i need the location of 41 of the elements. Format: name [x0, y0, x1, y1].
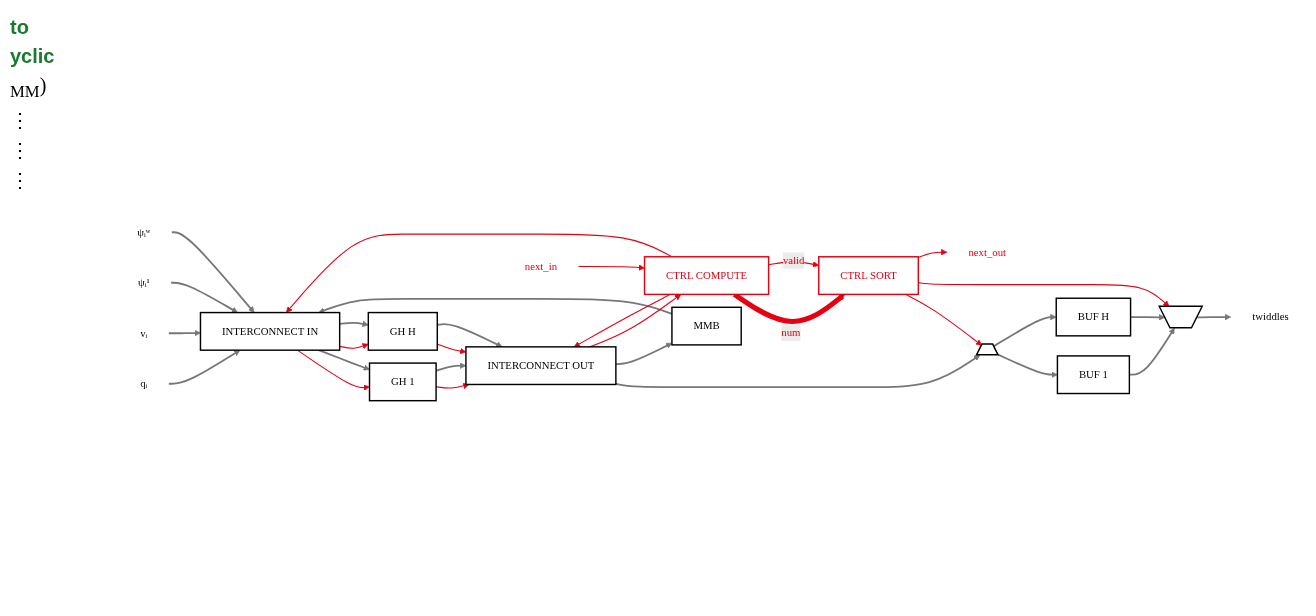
node-box: BUF H — [1055, 297, 1132, 337]
node-trapezoid — [975, 343, 1000, 356]
arrow — [614, 354, 981, 389]
node-box: GH H — [367, 311, 438, 351]
edge-label: num — [781, 326, 801, 339]
node-box: INTERCONNECT OUT — [465, 346, 617, 386]
node-text: ψᵢʷ — [137, 226, 151, 238]
arrow — [296, 349, 370, 391]
arrow — [917, 249, 948, 258]
node-box: BUF 1 — [1056, 355, 1131, 395]
node-text: qᵢ — [140, 377, 148, 390]
node-text: ψᵢ¹ — [137, 276, 150, 289]
node-text: next_in — [524, 260, 558, 273]
arrow — [339, 343, 369, 350]
ellipsis-mark: ⋮ — [10, 168, 31, 192]
node-box: INTERCONNECT IN — [199, 311, 341, 351]
arrow — [167, 349, 241, 385]
heading-fragment: to — [10, 16, 30, 39]
heading-fragment: yclic — [10, 45, 56, 68]
node-box: MMB — [671, 306, 742, 346]
ellipsis-mark: ⋮ — [10, 138, 31, 162]
arrow — [992, 313, 1057, 348]
ellipsis-mark: ⋮ — [10, 108, 31, 132]
node-text: next_out — [968, 246, 1007, 258]
formula-fragment: $_{MM}$) — [10, 74, 48, 102]
arrow — [170, 281, 238, 313]
edge-label: valid — [782, 254, 805, 266]
node-trapezoid — [1158, 305, 1204, 329]
node-box: CTRL COMPUTE — [643, 256, 770, 296]
arrow — [170, 231, 255, 313]
arrow — [286, 233, 673, 313]
arrow — [997, 353, 1058, 378]
node-text: twiddles — [1252, 311, 1289, 323]
arrow — [1196, 313, 1232, 321]
arrow — [167, 329, 201, 337]
arrow — [573, 293, 671, 348]
node-text: vᵢ — [140, 327, 148, 339]
node-box: CTRL SORT — [818, 256, 920, 296]
arrow — [577, 264, 645, 271]
node-box: GH 1 — [368, 362, 437, 402]
arrow — [905, 293, 983, 346]
